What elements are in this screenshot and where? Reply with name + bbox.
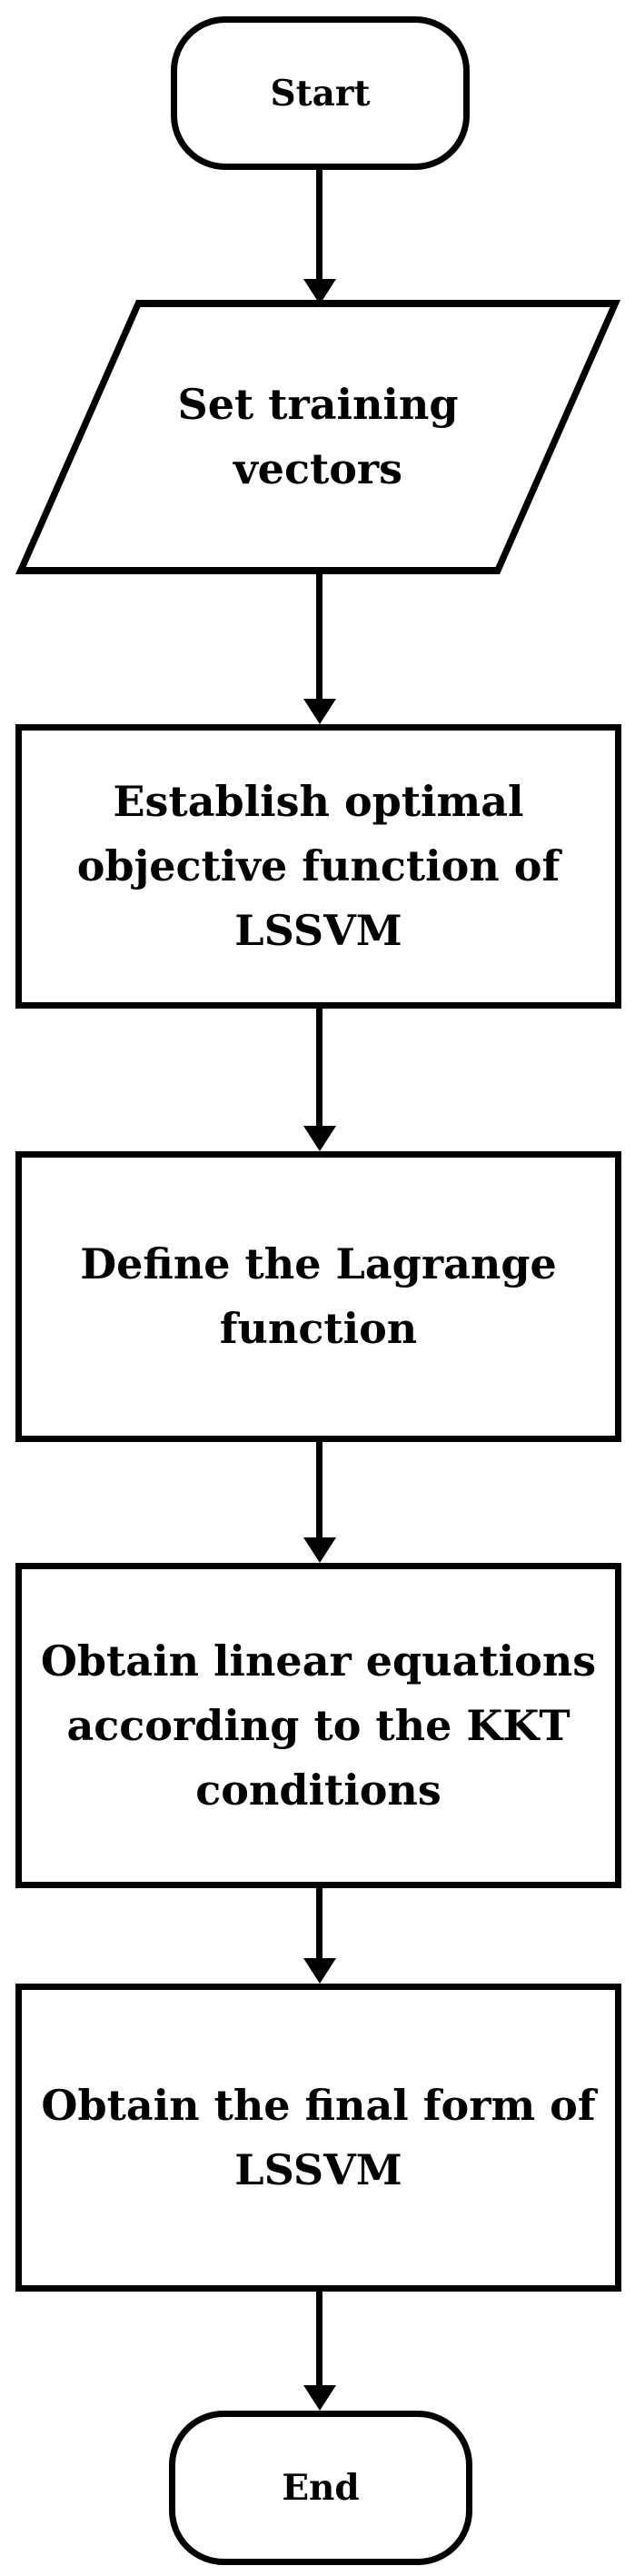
arrow-establish-to-lagrange-arrowhead-icon (303, 1126, 336, 1151)
arrow-final-to-end-shaft (316, 2292, 322, 2385)
node-define-lagrange: Define the Lagrange function (15, 1151, 621, 1442)
node-end-label: End (282, 2467, 360, 2509)
arrow-kkt-to-final-arrowhead-icon (303, 1958, 336, 1984)
node-obtain-final-form: Obtain the final form of LSSVM (15, 1984, 621, 2292)
node-obtain-linear-equations-label: Obtain linear equations according to the… (40, 1636, 597, 1815)
node-start-label: Start (270, 72, 371, 114)
node-establish-objective-label: Establish optimal objective function of … (76, 777, 561, 955)
arrow-lagrange-to-kkt-shaft (316, 1442, 322, 1537)
arrow-establish-to-lagrange-shaft (316, 1009, 322, 1126)
node-set-training-vectors-label: Set training vectors (177, 380, 459, 493)
arrow-final-to-end-arrowhead-icon (303, 2385, 336, 2411)
arrow-start-to-set-training-shaft (316, 170, 322, 279)
node-define-lagrange-label: Define the Lagrange function (80, 1239, 557, 1353)
arrow-set-training-to-establish-arrowhead-icon (303, 699, 336, 724)
arrow-lagrange-to-kkt-arrowhead-icon (303, 1537, 336, 1563)
node-end: End (169, 2411, 472, 2565)
arrow-set-training-to-establish-shaft (316, 574, 322, 699)
node-obtain-linear-equations: Obtain linear equations according to the… (15, 1563, 621, 1888)
node-establish-objective: Establish optimal objective function of … (15, 724, 621, 1009)
arrow-kkt-to-final-shaft (316, 1888, 322, 1958)
node-obtain-final-form-label: Obtain the final form of LSSVM (41, 2080, 596, 2194)
node-start: Start (171, 16, 470, 170)
node-set-training-vectors: Set training vectors (15, 300, 620, 574)
